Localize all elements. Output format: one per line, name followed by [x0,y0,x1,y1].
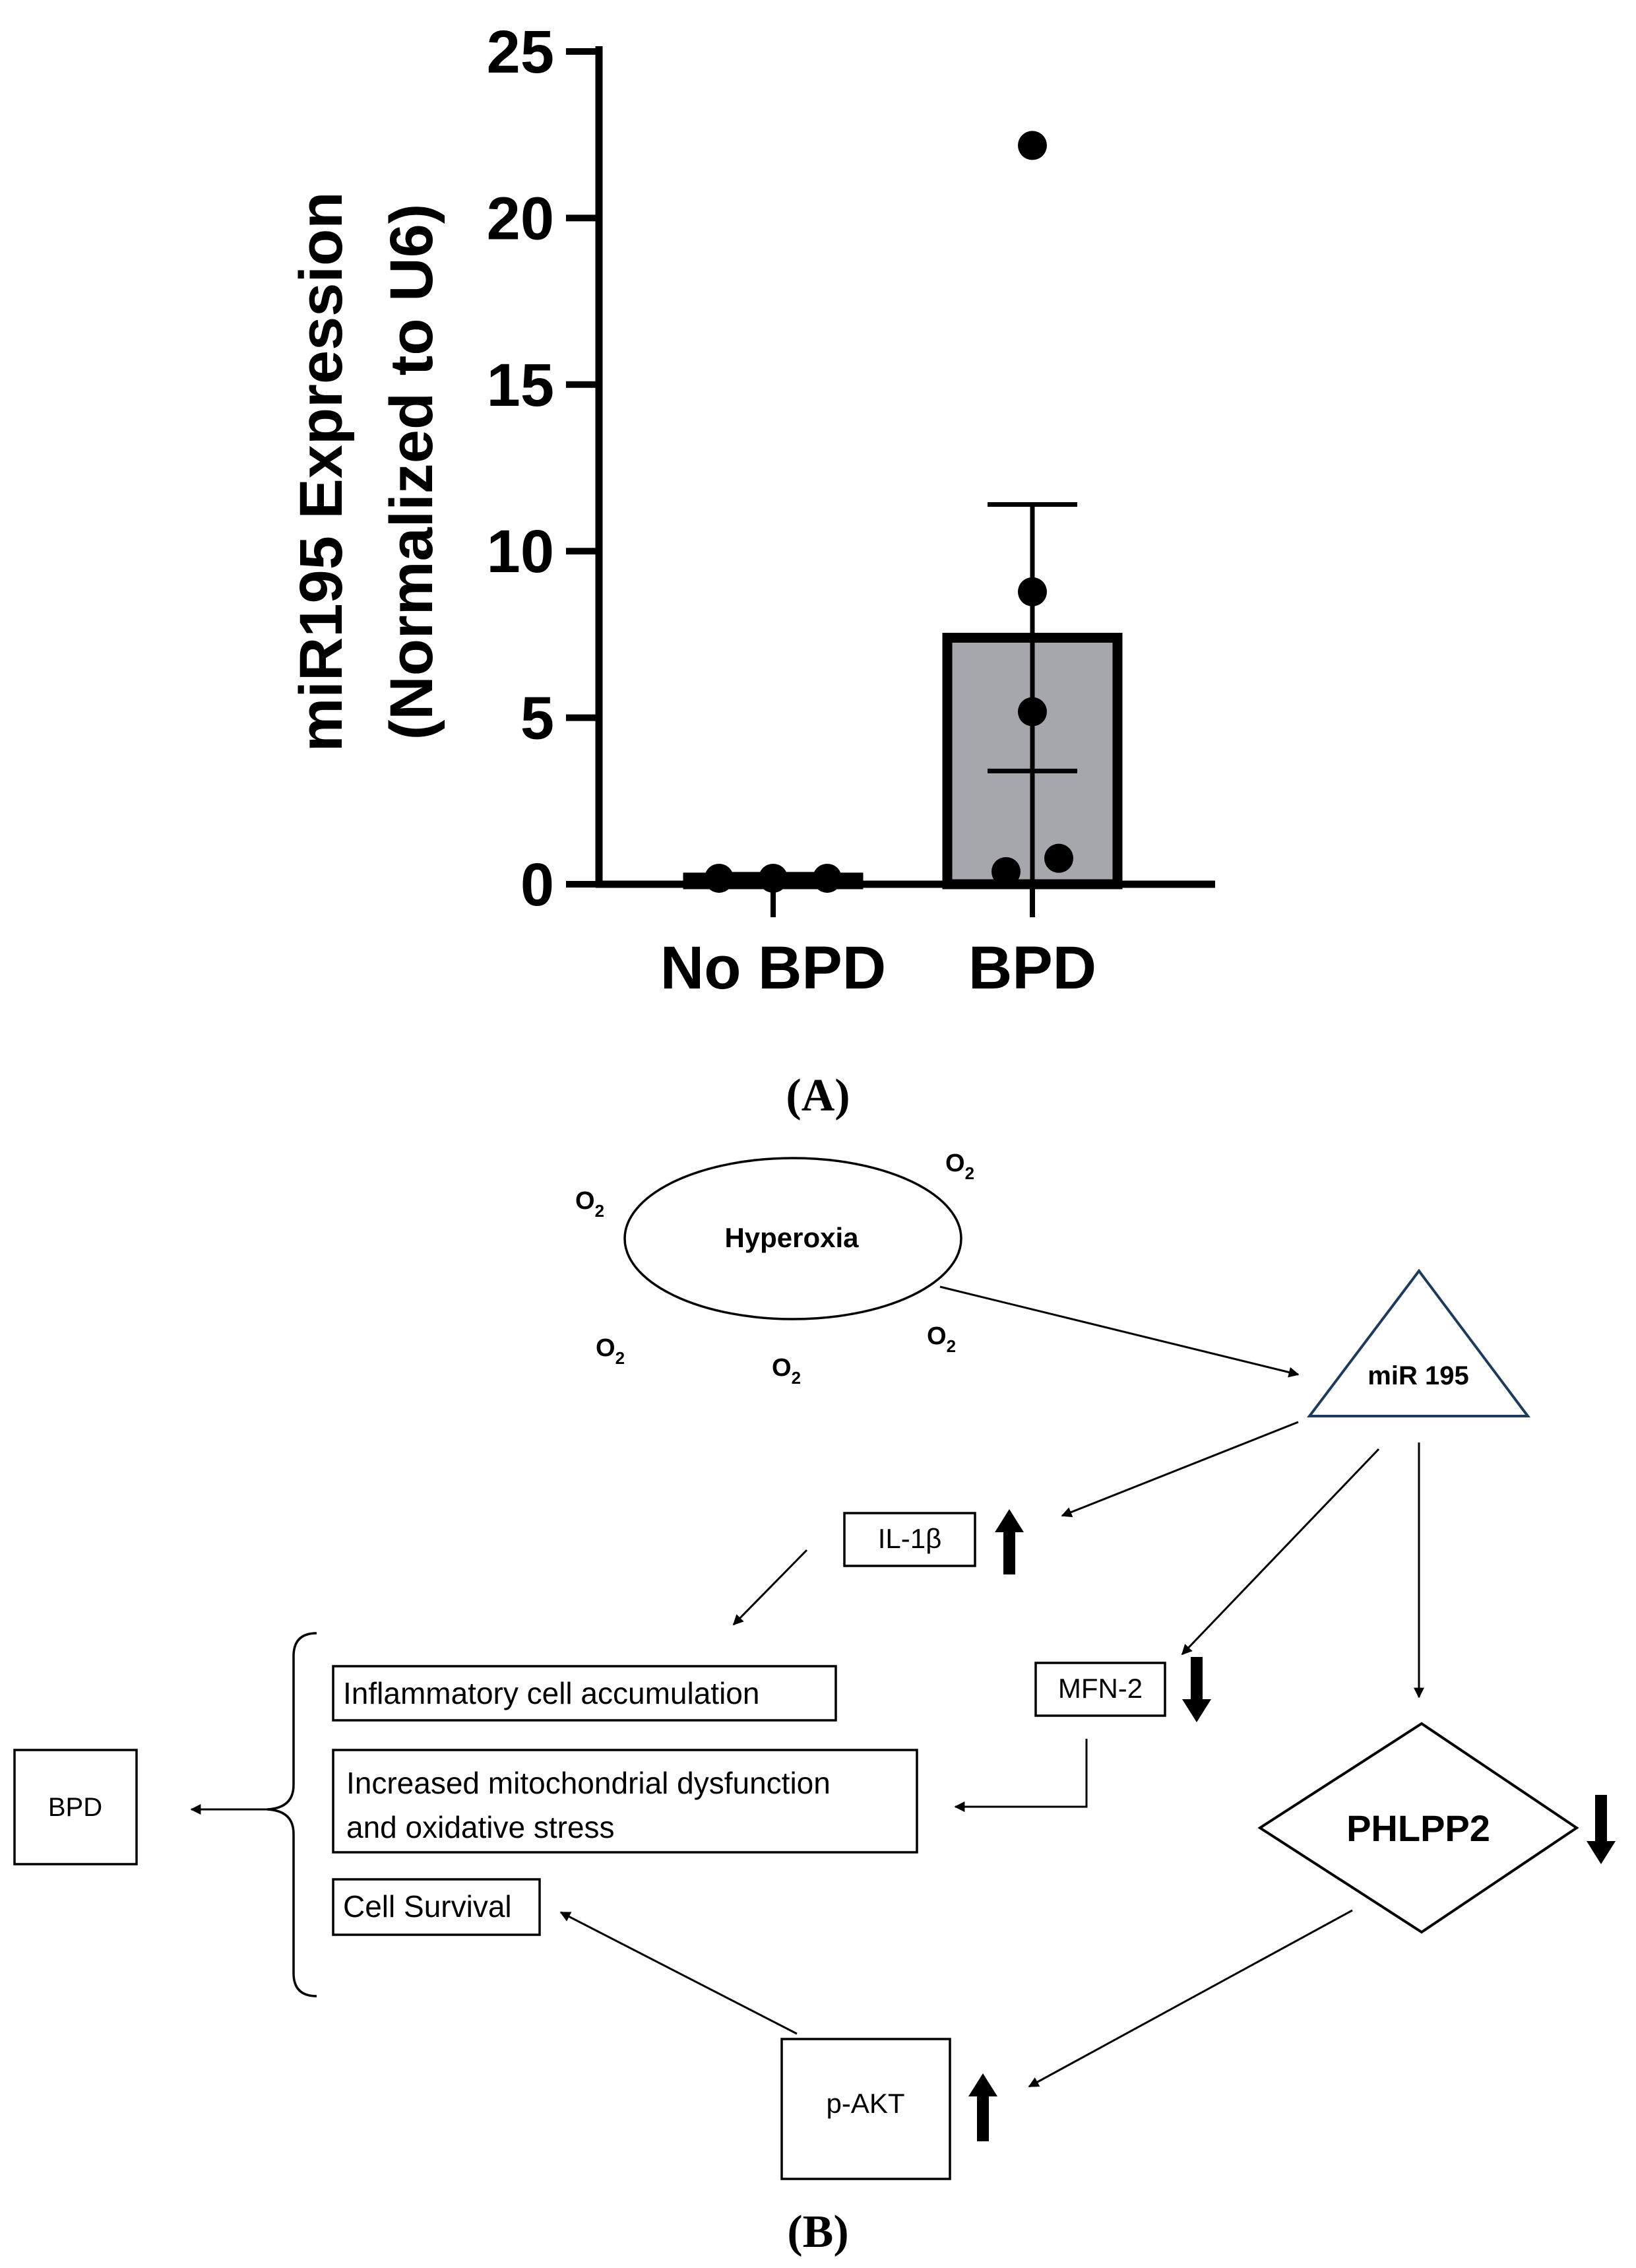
effect-survival-label: Cell Survival [343,1889,512,1924]
connector-arrow [1028,1909,1353,2088]
connector-arrow [939,1285,1300,1378]
oxygen-label: O2 [927,1322,956,1356]
bpd-label: BPD [48,1793,102,1822]
effect-mito-label-line1: Increased mitochondrial dysfunction [346,1766,831,1800]
panel-label-b: (B) [787,2207,848,2257]
arrow-down-icon [1587,1795,1616,1864]
y-axis-label-line1: miR195 Expression [288,192,355,752]
il1b-label: IL-1β [878,1523,942,1554]
y-tick-label: 15 [487,352,554,419]
mfn2-label: MFN-2 [1058,1673,1143,1704]
data-point [1018,577,1047,606]
y-tick-label: 10 [487,518,554,585]
effect-mito-label-line2: and oxidative stress [346,1810,615,1844]
mfn2-node [1034,1662,1166,1717]
data-point [705,863,734,893]
arrow-up-icon [995,1509,1024,1574]
oxygen-label: O2 [596,1334,625,1368]
effect-mito-box [332,1749,918,1854]
x-tick-label: BPD [968,934,1096,1002]
y-tick-label: 5 [520,685,554,752]
mir195-node [1306,1268,1530,1417]
hyperoxia-label: Hyperoxia [724,1222,859,1253]
phlpp2-label: PHLPP2 [1346,1807,1490,1849]
oxygen-label: O2 [575,1187,604,1221]
il1b-node [843,1512,976,1567]
data-point [1018,697,1047,727]
bar-chart: 0 5 10 15 20 25 No BPD BPD miR195 Expression (… [288,18,1215,1002]
mir195-label: miR 195 [1368,1361,1468,1390]
oxygen-label: O2 [772,1354,801,1388]
connector-arrow [954,1739,1088,1812]
effect-inflammatory-label: Inflammatory cell accumulation [343,1676,759,1710]
pakt-node [780,2038,951,2180]
grouping-brace [267,1632,317,1997]
pakt-label: p-AKT [826,2088,904,2119]
bpd-node [13,1749,138,1865]
connector-arrow [1181,1448,1380,1656]
panel-label-a: (A) [786,1070,850,1121]
data-point [1044,843,1073,873]
connector-arrow [732,1549,808,1626]
hyperoxia-node [623,1157,962,1320]
data-point [991,857,1021,886]
connector-arrow [559,1911,798,2035]
data-point [1018,131,1047,160]
y-tick-label: 25 [487,18,554,86]
effect-survival-box [332,1878,541,1936]
y-tick-label: 0 [520,851,554,919]
data-point [813,863,842,893]
effect-inflammatory-box [332,1665,837,1722]
arrow-up-icon [968,2073,997,2141]
pathway-diagram: Hyperoxia O2 O2 O2 O2 O2 miR 195 IL-1β M… [13,1150,1616,2180]
x-tick-label: No BPD [660,934,886,1002]
oxygen-label: O2 [945,1150,974,1183]
phlpp2-node [1257,1722,1579,1934]
connector-arrow [1061,1421,1299,1518]
y-axis-label-line2: (Normalized to U6) [378,204,445,740]
arrow-down-icon [1182,1657,1211,1722]
y-tick-label: 20 [487,185,554,252]
